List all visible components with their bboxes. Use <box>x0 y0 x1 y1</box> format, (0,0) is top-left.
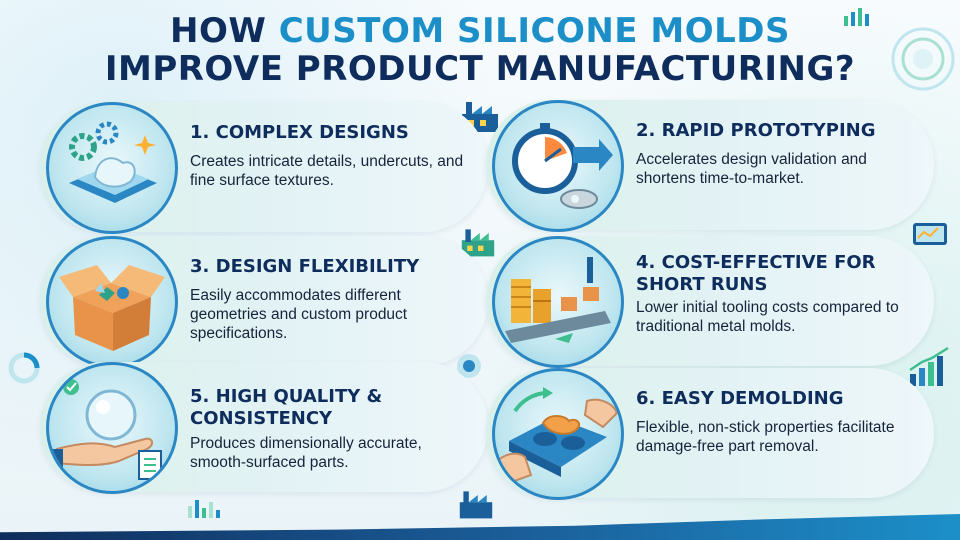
card-heading: 2. RAPID PROTOTYPING <box>636 120 876 141</box>
target-circle-icon <box>891 27 955 91</box>
card-description: Lower initial tooling costs compared to … <box>636 299 899 335</box>
card-heading: 5. HIGH QUALITY & CONSISTENCY <box>190 386 383 429</box>
title-line2: IMPROVE PRODUCT MANUFACTURING? <box>104 49 856 89</box>
growth-chart-icon <box>909 346 949 386</box>
gears-mold-icon <box>46 102 178 234</box>
monitor-icon <box>913 223 947 245</box>
bar-chart-icon <box>844 8 869 26</box>
title-accent: CUSTOM SILICONE MOLDS <box>278 11 790 51</box>
card-heading: 6. EASY DEMOLDING <box>636 388 844 409</box>
card-heading: 4. COST-EFFECTIVE FOR SHORT RUNS <box>636 252 876 295</box>
card-description: Flexible, non-stick properties facilitat… <box>636 419 895 455</box>
glow-dot-icon <box>457 354 481 378</box>
card-easy-demolding: 6. EASY DEMOLDING Flexible, non-stick pr… <box>486 368 934 500</box>
card-high-quality: 5. HIGH QUALITY & CONSISTENCY Produces d… <box>40 362 488 494</box>
open-box-icon <box>46 236 178 368</box>
card-description: Easily accommodates different geometries… <box>190 287 408 342</box>
hands-mold-icon <box>492 368 624 500</box>
card-complex-designs: 1. COMPLEX DESIGNS Creates intricate det… <box>40 102 488 234</box>
coins-conveyor-icon <box>492 236 624 368</box>
title-prefix: HOW <box>170 11 267 51</box>
card-heading: 3. DESIGN FLEXIBILITY <box>190 256 420 277</box>
card-heading: 1. COMPLEX DESIGNS <box>190 122 409 143</box>
page-title: HOW CUSTOM SILICONE MOLDS IMPROVE PRODUC… <box>0 12 960 88</box>
small-bars-icon <box>188 500 220 518</box>
card-cost-effective: 4. COST-EFFECTIVE FOR SHORT RUNS Lower i… <box>486 236 934 368</box>
hand-sphere-icon <box>46 362 178 494</box>
stopwatch-icon <box>492 100 624 232</box>
card-description: Produces dimensionally accurate, smooth-… <box>190 435 422 471</box>
pie-chart-icon <box>8 352 40 384</box>
factory-icon-2 <box>461 229 495 257</box>
card-description: Accelerates design validation and shorte… <box>636 151 867 187</box>
factory-icon-3 <box>459 491 493 519</box>
card-design-flexibility: 3. DESIGN FLEXIBILITY Easily accommodate… <box>40 236 488 368</box>
card-rapid-prototyping: 2. RAPID PROTOTYPING Accelerates design … <box>486 100 934 232</box>
card-description: Creates intricate details, undercuts, an… <box>190 153 464 189</box>
